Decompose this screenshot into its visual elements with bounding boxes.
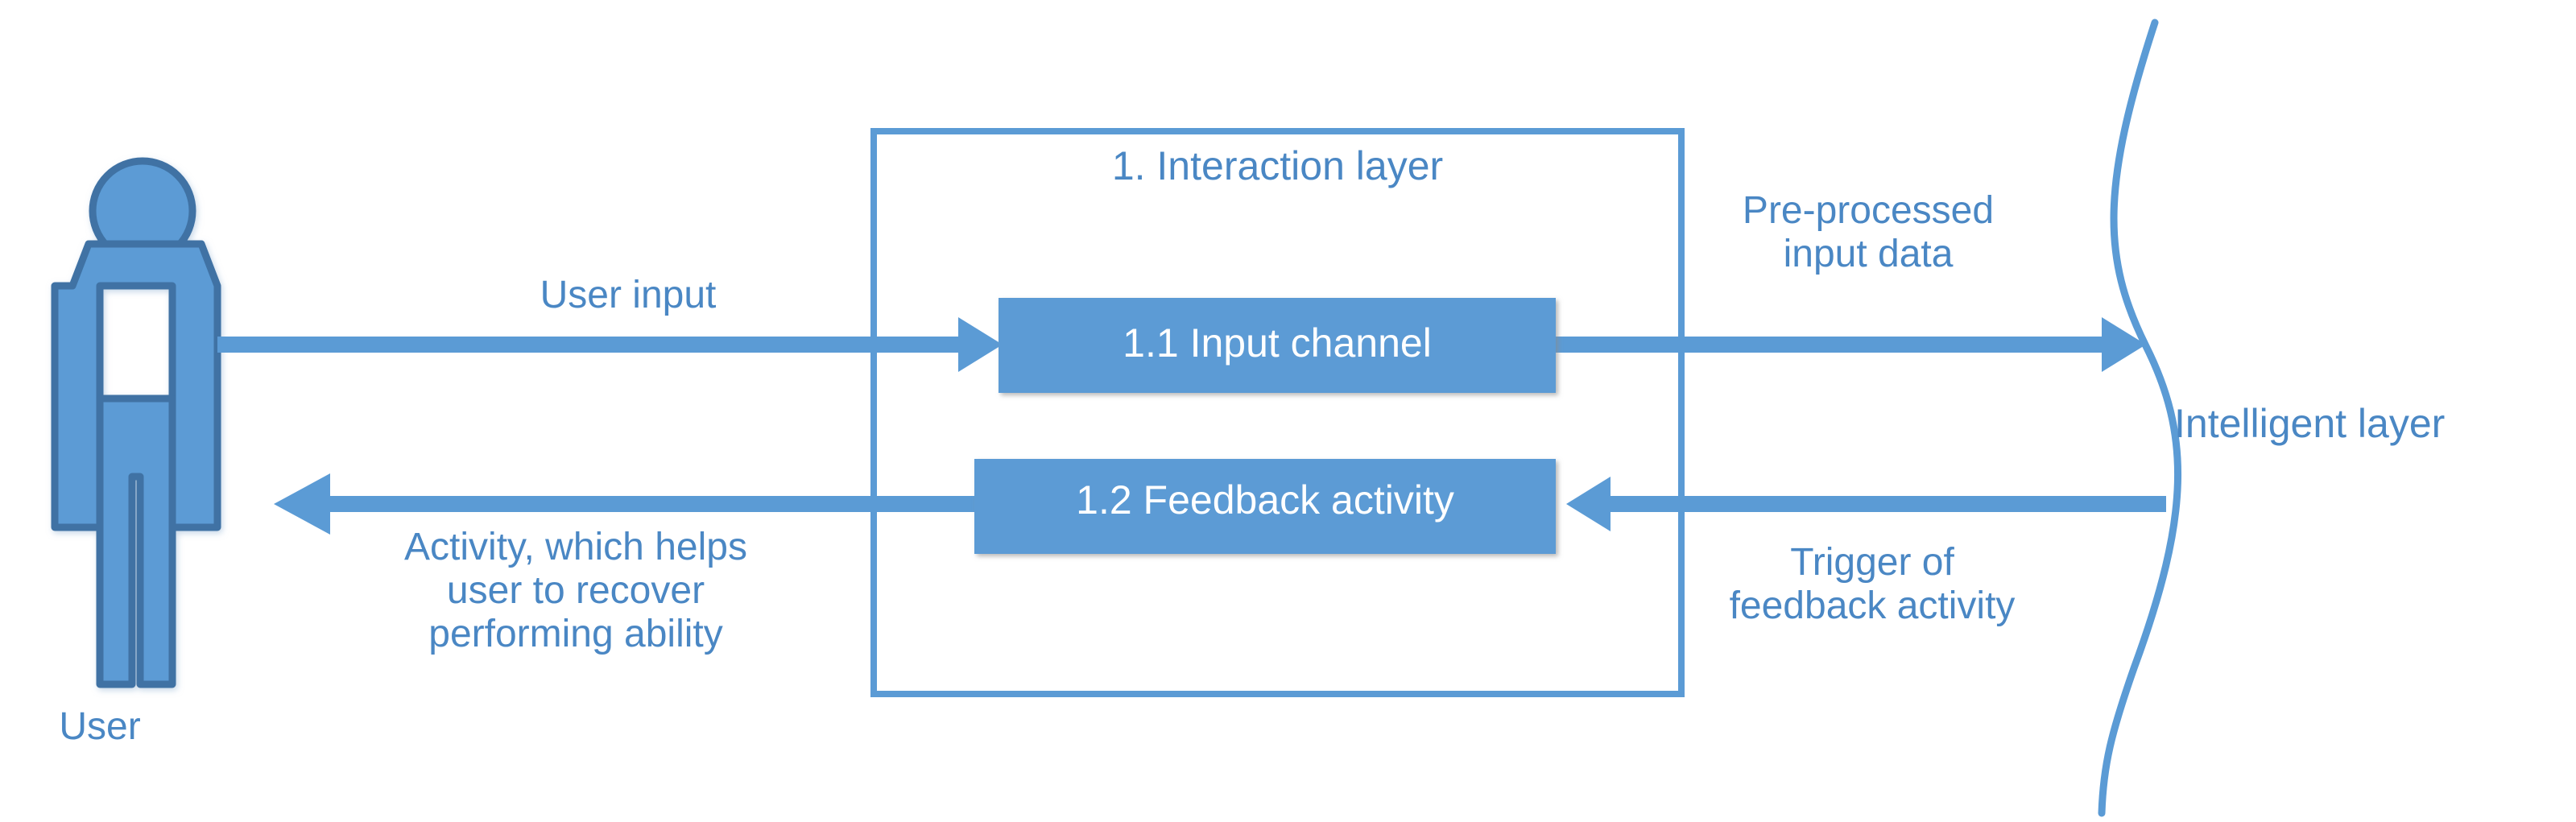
input-channel-label: 1.1 Input channel (1123, 320, 1432, 366)
person-torso (51, 240, 221, 531)
activity-recover-line-2: user to recover (446, 568, 705, 612)
input-channel-box[interactable] (999, 298, 1556, 393)
activity-recover-flow-label: Activity, which helps user to recover pe… (322, 526, 829, 655)
interaction-layer-box (870, 128, 1685, 697)
trigger-line-2: feedback activity (1729, 584, 2016, 627)
arrow-activity-recover (274, 473, 976, 535)
arrow-trigger-feedback-activity (1566, 477, 2166, 531)
trigger-feedback-activity-flow-label: Trigger of feedback activity (1683, 541, 2061, 628)
interaction-layer-title: 1. Interaction layer (1111, 143, 1444, 188)
arrow-user-input (217, 317, 1003, 372)
feedback-activity-box[interactable] (974, 459, 1556, 554)
preprocessed-line-1: Pre-processed (1742, 189, 1995, 232)
activity-recover-line-1: Activity, which helps (404, 526, 747, 568)
arrow-preprocessed-input-data (1556, 317, 2146, 372)
person-icon (51, 157, 221, 688)
user-input-flow-label: User input (540, 274, 717, 316)
feedback-activity-label: 1.2 Feedback activity (1076, 477, 1454, 523)
user-label: User (59, 705, 141, 748)
preprocessed-input-data-flow-label: Pre-processed input data (1679, 189, 2057, 276)
preprocessed-line-2: input data (1783, 232, 1954, 275)
intelligent-layer-brace-icon (2098, 19, 2182, 817)
activity-recover-line-3: performing ability (428, 612, 723, 655)
intelligent-layer-label: Intelligent layer (2174, 401, 2446, 446)
person-legs (96, 394, 176, 688)
trigger-line-1: Trigger of (1790, 541, 1954, 584)
